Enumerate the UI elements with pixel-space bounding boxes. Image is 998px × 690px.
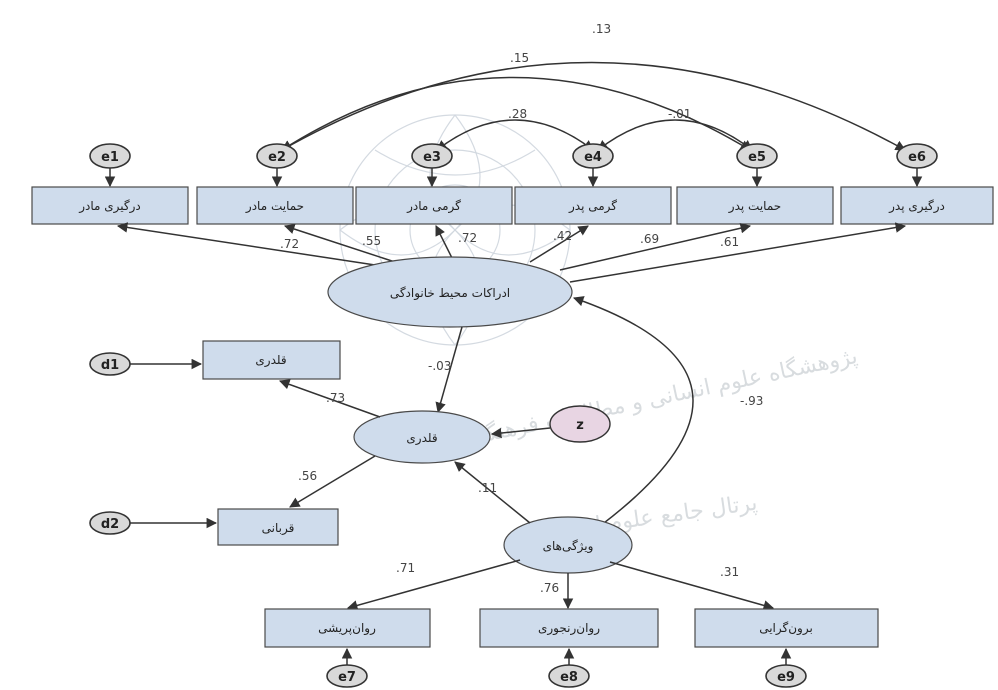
coef-bullying-to-bully: .73 [326, 391, 345, 405]
svg-text:حمایت پدر: حمایت پدر [728, 199, 781, 214]
svg-text:ادراکات محیط خانوادگی: ادراکات محیط خانوادگی [390, 286, 510, 301]
indicator-neuroticism: روان‌رنجوری [479, 608, 659, 648]
coef-load-mother-involvement: .72 [280, 237, 299, 251]
svg-text:e7: e7 [338, 670, 356, 685]
svg-text:e3: e3 [423, 150, 441, 165]
error-e7: e7 [326, 664, 368, 688]
svg-text:e9: e9 [777, 670, 795, 685]
watermark-text-1: پژوهشگاه علوم انسانی و مطالعات فرهنگی [466, 343, 860, 451]
svg-text:e4: e4 [584, 150, 602, 165]
latent-family-climate: ادراکات محیط خانوادگی [327, 256, 573, 328]
error-e6: e6 [896, 143, 938, 169]
indicator-mother-support: حمایت مادر [196, 186, 354, 225]
coef-family-to-bullying: -.03 [428, 359, 451, 373]
indicator-father-involvement: درگیری پدر [840, 186, 994, 225]
latent-personality: ویژگی‌های [503, 516, 633, 574]
coef-personality-to-bullying: .11 [478, 481, 497, 495]
svg-text:d2: d2 [101, 517, 119, 532]
coef-cov-e2-e6: .13 [592, 22, 611, 36]
svg-text:d1: d1 [101, 358, 119, 373]
indicator-psychoticism: روان‌پریشی [264, 608, 431, 648]
indicator-mother-warmth: گرمی مادر [355, 186, 513, 225]
error-e9: e9 [765, 664, 807, 688]
indicator-bullying: قلدری [202, 340, 341, 380]
coef-personality-to-neuroticism: .76 [540, 581, 559, 595]
coef-bullying-to-victim: .56 [298, 469, 317, 483]
latent-bullying: قلدری [353, 410, 491, 464]
coef-load-mother-warmth: .72 [458, 231, 477, 245]
coef-cov-e2-e5: .15 [510, 51, 529, 65]
svg-text:درگیری مادر: درگیری مادر [78, 199, 141, 214]
cov-arc-e2-e6 [281, 61, 906, 151]
error-d2: d2 [89, 511, 131, 535]
error-e1: e1 [89, 143, 131, 169]
cov-arc-e3-e4 [436, 119, 594, 151]
svg-text:e1: e1 [101, 150, 119, 165]
coef-personality-to-extraversion: .31 [720, 565, 739, 579]
error-d1: d1 [89, 352, 131, 376]
svg-text:برون‌گرایی: برون‌گرایی [759, 621, 813, 636]
error-e3: e3 [411, 143, 453, 169]
indicator-father-support: حمایت پدر [676, 186, 834, 225]
svg-text:قربانی: قربانی [262, 521, 295, 536]
svg-text:حمایت مادر: حمایت مادر [245, 199, 304, 214]
error-e8: e8 [548, 664, 590, 688]
svg-text:e5: e5 [748, 150, 766, 165]
svg-text:z: z [576, 418, 584, 433]
svg-text:e8: e8 [560, 670, 578, 685]
indicator-mother-involvement: درگیری مادر [31, 186, 189, 225]
svg-text:گرمی پدر: گرمی پدر [568, 199, 617, 214]
coef-load-father-warmth: .42 [553, 229, 572, 243]
indicator-extraversion: برون‌گرایی [694, 608, 879, 648]
coef-load-father-support: .69 [640, 232, 659, 246]
svg-text:قلدری: قلدری [255, 353, 286, 368]
cov-arc-e2-e5 [281, 76, 751, 151]
error-e4: e4 [572, 143, 614, 169]
svg-text:روان‌رنجوری: روان‌رنجوری [538, 621, 600, 636]
error-e2: e2 [256, 143, 298, 169]
coef-load-mother-support: .55 [362, 234, 381, 248]
svg-text:e6: e6 [908, 150, 926, 165]
indicator-father-warmth: گرمی پدر [514, 186, 672, 225]
coef-family-personality-cov: -.93 [740, 394, 763, 408]
svg-text:قلدری: قلدری [406, 431, 437, 446]
svg-text:درگیری پدر: درگیری پدر [888, 199, 945, 214]
cov-arc-family-personality [573, 296, 694, 543]
error-e5: e5 [736, 143, 778, 169]
indicator-victimization: قربانی [217, 508, 339, 546]
cov-arc-e4-e5 [597, 119, 753, 151]
svg-text:روان‌پریشی: روان‌پریشی [318, 621, 376, 636]
svg-text:e2: e2 [268, 150, 286, 165]
coef-personality-to-psychoticism: .71 [396, 561, 415, 575]
coef-cov-e4-e5: -.01 [668, 107, 691, 121]
coef-load-father-involvement: .61 [720, 235, 739, 249]
coef-cov-e3-e4: .28 [508, 107, 527, 121]
svg-text:گرمی مادر: گرمی مادر [406, 199, 461, 214]
svg-text:ویژگی‌های: ویژگی‌های [543, 539, 594, 554]
disturbance-z: z [549, 405, 611, 443]
